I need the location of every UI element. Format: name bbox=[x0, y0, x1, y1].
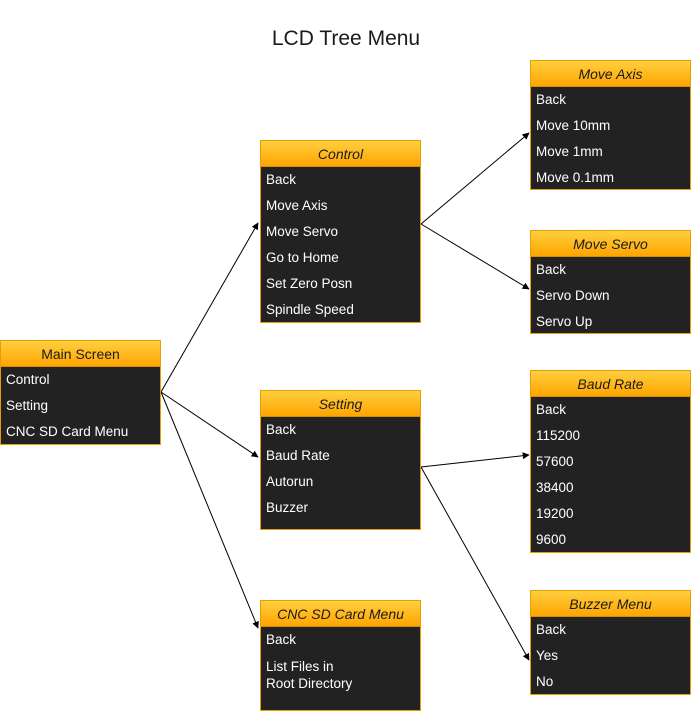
menu-header: Buzzer Menu bbox=[531, 591, 690, 617]
menu-item[interactable]: Back bbox=[266, 422, 297, 437]
menu-item[interactable]: Setting bbox=[6, 398, 49, 413]
menu-item[interactable]: Back bbox=[536, 262, 567, 277]
menu-header: Move Axis bbox=[531, 61, 690, 87]
menu-item[interactable]: Back bbox=[536, 402, 567, 417]
menu-header: CNC SD Card Menu bbox=[261, 601, 420, 627]
menu-item[interactable]: Back bbox=[266, 172, 297, 187]
menu-item[interactable]: Baud Rate bbox=[266, 448, 330, 463]
menu-item-list: Back 115200 57600 38400 19200 9600 bbox=[531, 397, 690, 553]
menu-baud-rate: Baud Rate Back 115200 57600 38400 19200 9600 bbox=[530, 370, 691, 553]
menu-item[interactable]: 115200 bbox=[536, 428, 581, 443]
menu-item[interactable]: 9600 bbox=[536, 532, 567, 547]
arrow-setting-to-buzzer bbox=[420, 466, 530, 661]
menu-item[interactable]: Move 0.1mm bbox=[536, 170, 615, 185]
menu-header: Main Screen bbox=[1, 341, 160, 367]
arrow-control-to-move bbox=[420, 132, 530, 225]
menu-item[interactable]: Servo Up bbox=[536, 314, 593, 329]
arrow-control-to-servo bbox=[420, 223, 530, 290]
menu-item[interactable]: Autorun bbox=[266, 474, 314, 489]
menu-item[interactable]: Spindle Speed bbox=[266, 302, 354, 317]
menu-item[interactable]: Go to Home bbox=[266, 250, 339, 265]
arrow-main-to-cnc bbox=[160, 391, 259, 629]
menu-item[interactable]: 19200 bbox=[536, 506, 574, 521]
menu-item[interactable]: Move Axis bbox=[266, 198, 328, 213]
menu-item[interactable]: Servo Down bbox=[536, 288, 610, 303]
menu-item[interactable]: Buzzer bbox=[266, 500, 309, 515]
menu-item[interactable]: Move 1mm bbox=[536, 144, 603, 159]
arrow-setting-to-baud bbox=[420, 452, 530, 468]
menu-header: Setting bbox=[261, 391, 420, 417]
menu-item[interactable]: Back bbox=[536, 622, 567, 637]
arrow-main-to-setting bbox=[160, 391, 259, 458]
menu-item[interactable]: Back bbox=[266, 632, 297, 647]
menu-item[interactable]: Move 10mm bbox=[536, 118, 611, 133]
menu-item[interactable]: Set Zero Posn bbox=[266, 276, 353, 291]
diagram-title: LCD Tree Menu bbox=[271, 27, 421, 50]
arrow-main-to-control bbox=[160, 222, 259, 393]
menu-item[interactable]: 38400 bbox=[536, 480, 574, 495]
menu-item[interactable]: CNC SD Card Menu bbox=[6, 424, 129, 439]
menu-item[interactable]: Move Servo bbox=[266, 224, 339, 239]
menu-header: Control bbox=[261, 141, 420, 167]
menu-item[interactable]: No bbox=[536, 674, 554, 689]
menu-item[interactable]: 57600 bbox=[536, 454, 574, 469]
menu-header: Baud Rate bbox=[531, 371, 690, 397]
menu-item[interactable]: Back bbox=[536, 92, 567, 107]
menu-header: Move Servo bbox=[531, 231, 690, 257]
menu-item[interactable]: Control bbox=[6, 372, 50, 387]
menu-item[interactable]: Yes bbox=[536, 648, 559, 663]
